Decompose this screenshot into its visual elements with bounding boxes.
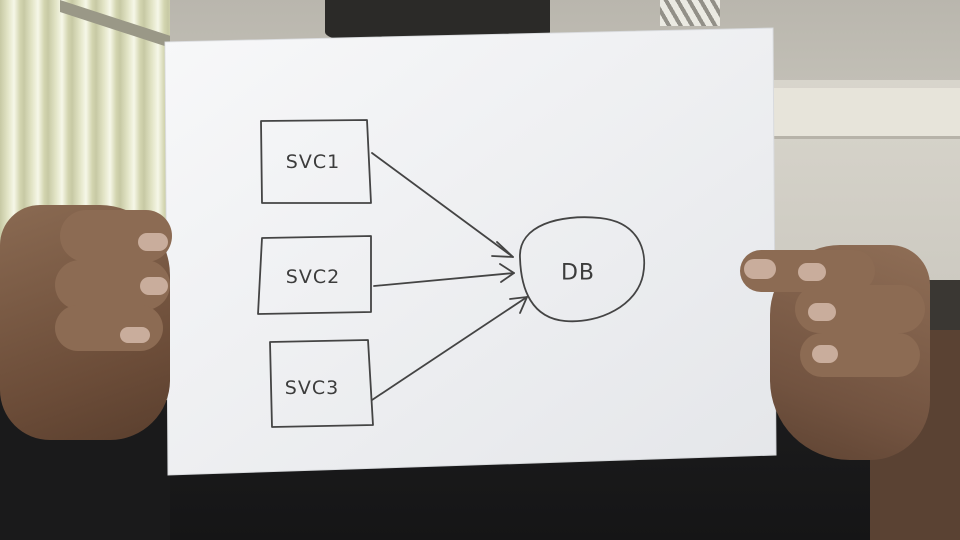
right-hand [740,245,930,460]
ceiling-light [660,0,720,26]
svc2-box [257,235,372,315]
db-label: DB [560,260,596,286]
right-nail-4 [812,345,838,363]
left-nail-2 [140,277,168,295]
arrow-svc3-db [371,296,528,401]
wall-shelf [770,88,960,139]
right-nail-3 [808,303,836,321]
svc1-box [260,119,372,204]
paper-shade [165,28,776,475]
svc3-label: SVC3 [284,377,340,399]
arrow-svc2-db [373,272,515,287]
svc3-box [269,339,374,428]
arrow-svc1-db [371,152,514,258]
arrowhead-1 [491,241,514,258]
right-nail-2 [798,263,826,281]
right-nail-1 [744,259,776,279]
svc1-label: SVC1 [285,151,341,173]
svc2-label: SVC2 [285,266,341,288]
left-nail-3 [120,327,150,343]
arrowhead-3 [509,296,528,314]
left-nail-1 [138,233,168,251]
left-hand [0,205,172,440]
arrowhead-2 [499,263,515,283]
db-circle [519,216,645,323]
person-head [325,0,550,40]
